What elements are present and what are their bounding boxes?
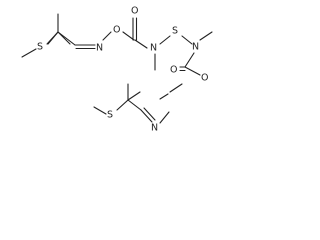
- atom-n-top-oxime: N: [96, 43, 103, 54]
- bond-s-methyl-top: [21, 48, 37, 58]
- bond-n-o-bottom: [159, 111, 170, 124]
- bond-c-quat-bottom-me-2: [127, 91, 141, 101]
- bond-c-n-top: [134, 39, 148, 49]
- bond-o-c-bottom: [159, 93, 169, 100]
- bond-c-quat-bottom-s: [116, 99, 129, 111]
- bond-o-ch2-bottom: [169, 83, 183, 93]
- chemical-structure-diagram: N O O N S S N O O S N: [21, 6, 213, 134]
- atom-n-bottom-carbamate: N: [192, 42, 199, 53]
- bonds: [21, 13, 213, 124]
- atom-s-bottom-thioether: S: [107, 110, 113, 121]
- bond-n-me-bottom: [199, 31, 213, 41]
- bond-n-c-bottom: [184, 52, 195, 68]
- bond-ch-n-bottom-double: [143, 107, 156, 121]
- bond-c-quat-bottom-ch: [127, 99, 142, 111]
- bond-c-quat-s-top: [46, 31, 59, 45]
- atom-n-bottom-oxime: N: [151, 123, 158, 134]
- bond-n-s-top: [159, 35, 171, 45]
- atom-o-bottom-ester: O: [201, 73, 208, 84]
- atom-s-top-thioether: S: [37, 42, 43, 53]
- atom-o-top-ester: O: [113, 25, 120, 36]
- atom-labels: N O O N S S N O O S N: [37, 6, 208, 134]
- bond-c-o-bottom: [184, 66, 201, 76]
- atom-o-bottom-carbonyl: O: [170, 65, 177, 76]
- atom-o-top-carbonyl: O: [131, 6, 138, 17]
- bond-s-n-bottom: [181, 35, 193, 45]
- bond-n-o-top: [102, 31, 112, 41]
- bond-o-c-top: [122, 31, 135, 41]
- atom-n-top-carbamate: N: [150, 43, 157, 54]
- bond-s-methyl-bottom: [93, 106, 107, 115]
- atom-s-bridge: S: [172, 26, 178, 37]
- bond-ch-n-bottom: [140, 109, 153, 123]
- bond-c-quat-ch-top: [57, 31, 76, 46]
